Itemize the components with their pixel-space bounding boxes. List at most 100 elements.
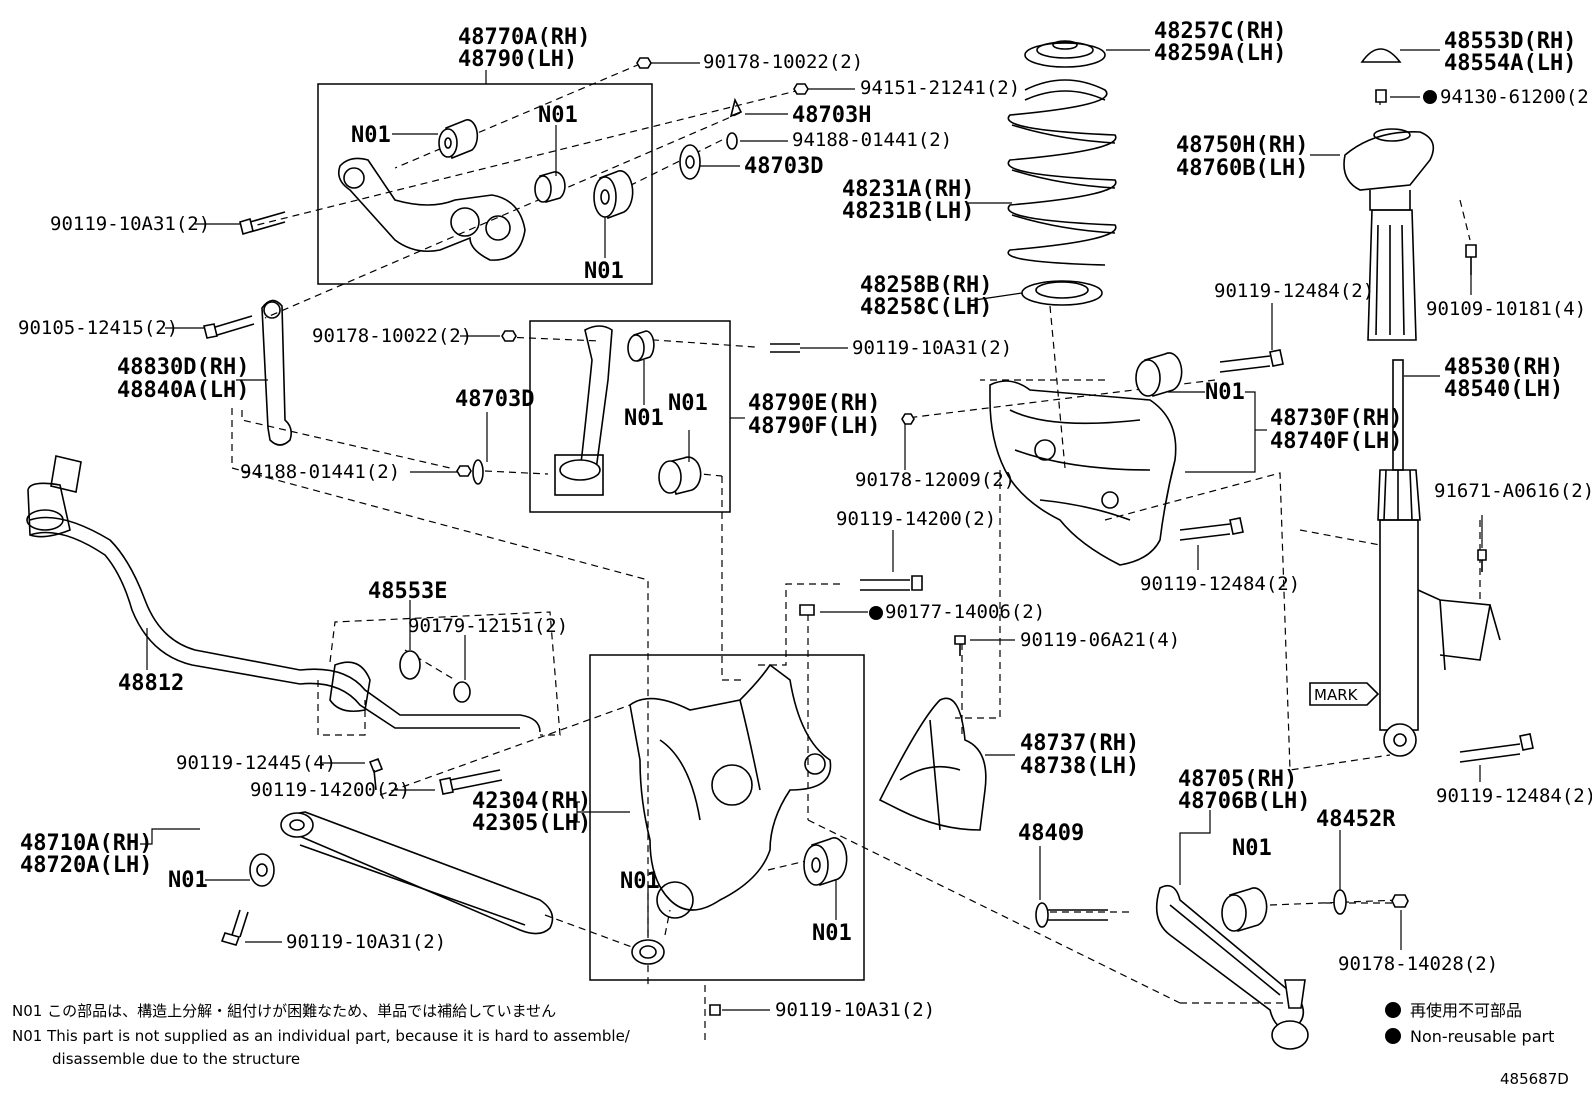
label-n01-i: N01 (812, 921, 852, 946)
label-48737: 48737(RH) (1020, 731, 1139, 756)
legend-dot-jp (1385, 1002, 1401, 1018)
non-reusable-dot-94130 (1423, 90, 1437, 104)
label-48730f: 48730F(RH) (1270, 406, 1402, 431)
coil-spring-drawing (1007, 40, 1117, 306)
label-48812: 48812 (118, 671, 184, 696)
label-48703d-mid: 48703D (455, 387, 534, 412)
shock-absorber-drawing (1377, 359, 1534, 763)
label-48409: 48409 (1018, 821, 1084, 846)
label-91671-a0616: 91671-A0616(2) (1434, 480, 1592, 502)
label-48553e: 48553E (368, 579, 447, 604)
leader-lines (140, 49, 1483, 1011)
label-90109-10181: 90109-10181(4) (1426, 298, 1586, 320)
label-90105-12415: 90105-12415(2) (18, 317, 178, 339)
label-94130-61200: 94130-61200(2) (1440, 86, 1592, 108)
label-48258b: 48258B(RH) (860, 273, 992, 298)
note-en-line1: N01 This part is not supplied as an indi… (12, 1027, 631, 1045)
label-48553d: 48553D(RH) (1444, 29, 1576, 54)
knuckle-group-box (589, 654, 865, 981)
small-fasteners-top (239, 57, 809, 236)
label-48706b: 48706B(LH) (1178, 789, 1310, 814)
upper-arm-rear-group-box (529, 320, 731, 513)
label-94188-01441-top: 94188-01441(2) (792, 129, 952, 151)
label-48705: 48705(RH) (1178, 767, 1297, 792)
note-en-line2: disassemble due to the structure (52, 1050, 300, 1068)
label-48750h: 48750H(RH) (1176, 133, 1308, 158)
non-reusable-dot-90177 (869, 606, 883, 620)
label-48554a: 48554A(LH) (1444, 51, 1576, 76)
label-90119-12445: 90119-12445(4) (176, 752, 336, 774)
label-n01-e: N01 (668, 391, 708, 416)
label-90119-06a21: 90119-06A21(4) (1020, 629, 1180, 651)
strut-upper-drawing (1343, 48, 1477, 341)
lateral-arm-drawing (220, 811, 554, 946)
label-n01-j: N01 (1232, 836, 1272, 861)
stabilizer-link-drawing (203, 299, 292, 446)
note-jp: N01 この部品は、構造上分解・組付けが困難なため、単品では補給していません (12, 1002, 556, 1020)
mark-arrow-box (1309, 682, 1380, 706)
label-90178-10022-mid: 90178-10022(2) (312, 325, 472, 347)
label-90178-14028: 90178-14028(2) (1338, 953, 1498, 975)
label-48231a: 48231A(RH) (842, 177, 974, 202)
upper-arm-front-drawing (337, 119, 634, 261)
upper-arm-rear-drawing (456, 325, 800, 496)
label-90119-12484-b: 90119-12484(2) (1140, 573, 1300, 595)
label-48258c: 48258C(LH) (860, 295, 992, 320)
knuckle-drawing (439, 575, 966, 1016)
label-48790e: 48790E(RH) (748, 391, 880, 416)
label-n01-f: N01 (1205, 380, 1245, 405)
lower-arm-48730-drawing (901, 349, 1284, 566)
label-48790f: 48790F(LH) (748, 414, 880, 439)
bracket-48737-drawing (878, 697, 987, 831)
label-48720a: 48720A(LH) (20, 853, 152, 878)
label-48259a: 48259A(LH) (1154, 41, 1286, 66)
label-48740f: 48740F(LH) (1270, 429, 1402, 454)
label-90119-12484-c: 90119-12484(2) (1436, 785, 1592, 807)
label-48703d-top: 48703D (744, 154, 823, 179)
legend-dot-en (1385, 1028, 1401, 1044)
label-48770a: 48770A(RH) (458, 25, 590, 50)
label-48840a: 48840A(LH) (117, 378, 249, 403)
label-n01-b: N01 (538, 103, 578, 128)
label-n01-h: N01 (620, 869, 660, 894)
legend: 再使用不可部品 Non-reusable part (1385, 1001, 1554, 1046)
lower-arm-48705-drawing (1035, 884, 1409, 1050)
label-90177-14006: 90177-14006(2) (885, 601, 1045, 623)
label-n01-d: N01 (624, 406, 664, 431)
label-42304: 42304(RH) (472, 789, 591, 814)
label-n01-g: N01 (168, 868, 208, 893)
part-labels: 48770A(RH) 48790(LH) 90178-10022(2) 9415… (18, 19, 1592, 1021)
label-48760b: 48760B(LH) (1176, 156, 1308, 181)
label-90119-14200-a: 90119-14200(2) (836, 508, 996, 530)
label-48540: 48540(LH) (1444, 377, 1563, 402)
label-n01-c: N01 (584, 259, 624, 284)
label-94188-01441-mid: 94188-01441(2) (240, 461, 400, 483)
footnotes: N01 この部品は、構造上分解・組付けが困難なため、単品では補給していません N… (12, 1002, 631, 1068)
label-48231b: 48231B(LH) (842, 199, 974, 224)
stabilizer-bar-drawing (26, 455, 541, 791)
label-90119-10a31-bot: 90119-10A31(2) (775, 999, 935, 1021)
label-48703h: 48703H (792, 103, 871, 128)
label-48738: 48738(LH) (1020, 754, 1139, 779)
label-90119-10a31-left: 90119-10A31(2) (50, 213, 210, 235)
label-90178-10022-top: 90178-10022(2) (703, 51, 863, 73)
label-90119-12484-a: 90119-12484(2) (1214, 280, 1374, 302)
legend-text-en: Non-reusable part (1410, 1027, 1554, 1046)
label-48257c: 48257C(RH) (1154, 19, 1286, 44)
label-n01-a: N01 (351, 123, 391, 148)
label-48452r: 48452R (1316, 807, 1396, 832)
label-48710a: 48710A(RH) (20, 831, 152, 856)
label-90178-12009: 90178-12009(2) (855, 469, 1015, 491)
legend-text-jp: 再使用不可部品 (1410, 1001, 1522, 1020)
label-90119-14200-b: 90119-14200(2) (250, 779, 410, 801)
label-94151-21241: 94151-21241(2) (860, 77, 1020, 99)
upper-arm-group-box (317, 83, 653, 285)
label-mark: MARK (1314, 686, 1359, 704)
diagram-id: 485687D (1500, 1070, 1569, 1088)
label-90119-10a31-mid: 90119-10A31(2) (852, 337, 1012, 359)
label-48790: 48790(LH) (458, 47, 577, 72)
label-48830d: 48830D(RH) (117, 355, 249, 380)
label-90119-10a31-low: 90119-10A31(2) (286, 931, 446, 953)
label-90179-12151: 90179-12151(2) (408, 615, 568, 637)
